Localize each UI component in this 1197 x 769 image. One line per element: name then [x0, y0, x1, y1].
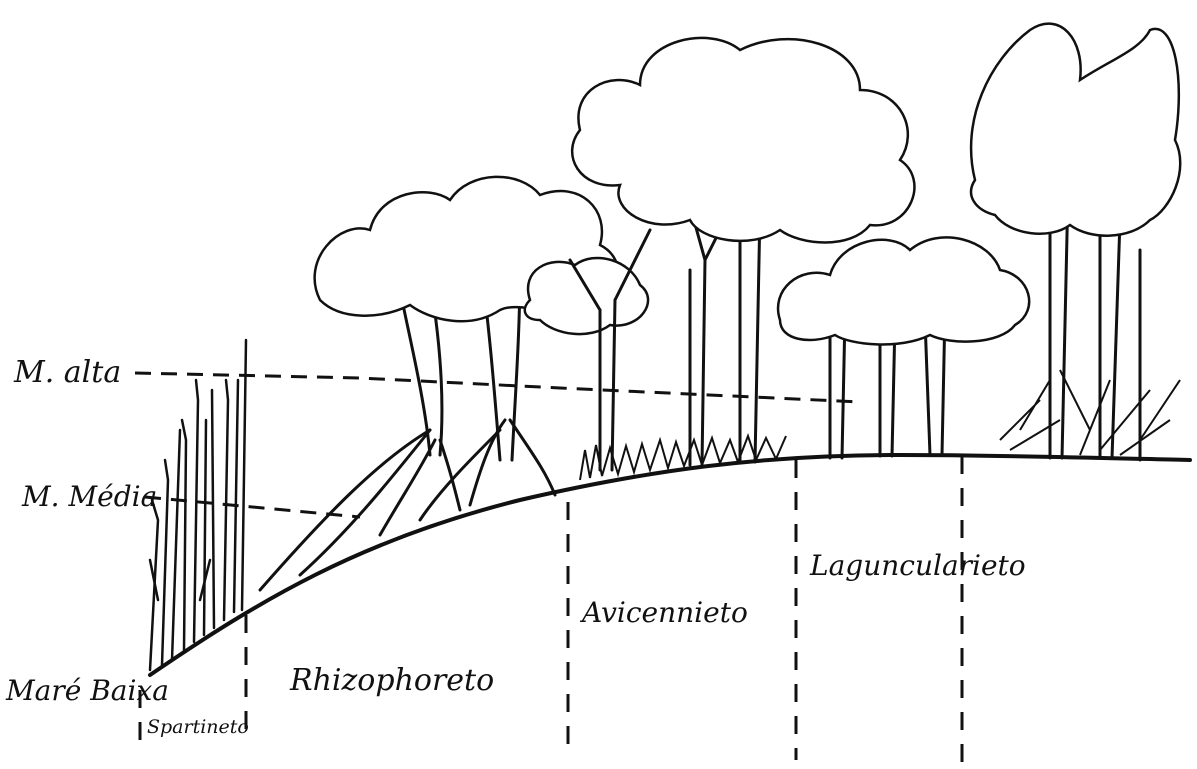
upland-canopy: [971, 24, 1180, 236]
zone-label-spartineto: Spartineto: [147, 716, 249, 738]
low-tide-label: Maré Baixa: [5, 674, 169, 707]
ground-profile: [150, 455, 1190, 675]
avicennia-canopy: [572, 38, 914, 243]
laguncularia-canopy: [778, 237, 1029, 344]
fern-shrubs: [1000, 370, 1180, 455]
zone-label-laguncularieto: Laguncularieto: [809, 549, 1026, 582]
zone-label-avicennieto: Avicennieto: [579, 596, 748, 629]
high-tide-line: [135, 373, 860, 402]
rhizophora-canopy: [315, 177, 648, 334]
high-tide-label: M. alta: [13, 355, 121, 390]
mid-tide-label: M. Média: [21, 480, 157, 513]
zone-boundaries: [140, 456, 962, 765]
zone-label-rhizophoreto: Rhizophoreto: [289, 663, 494, 698]
